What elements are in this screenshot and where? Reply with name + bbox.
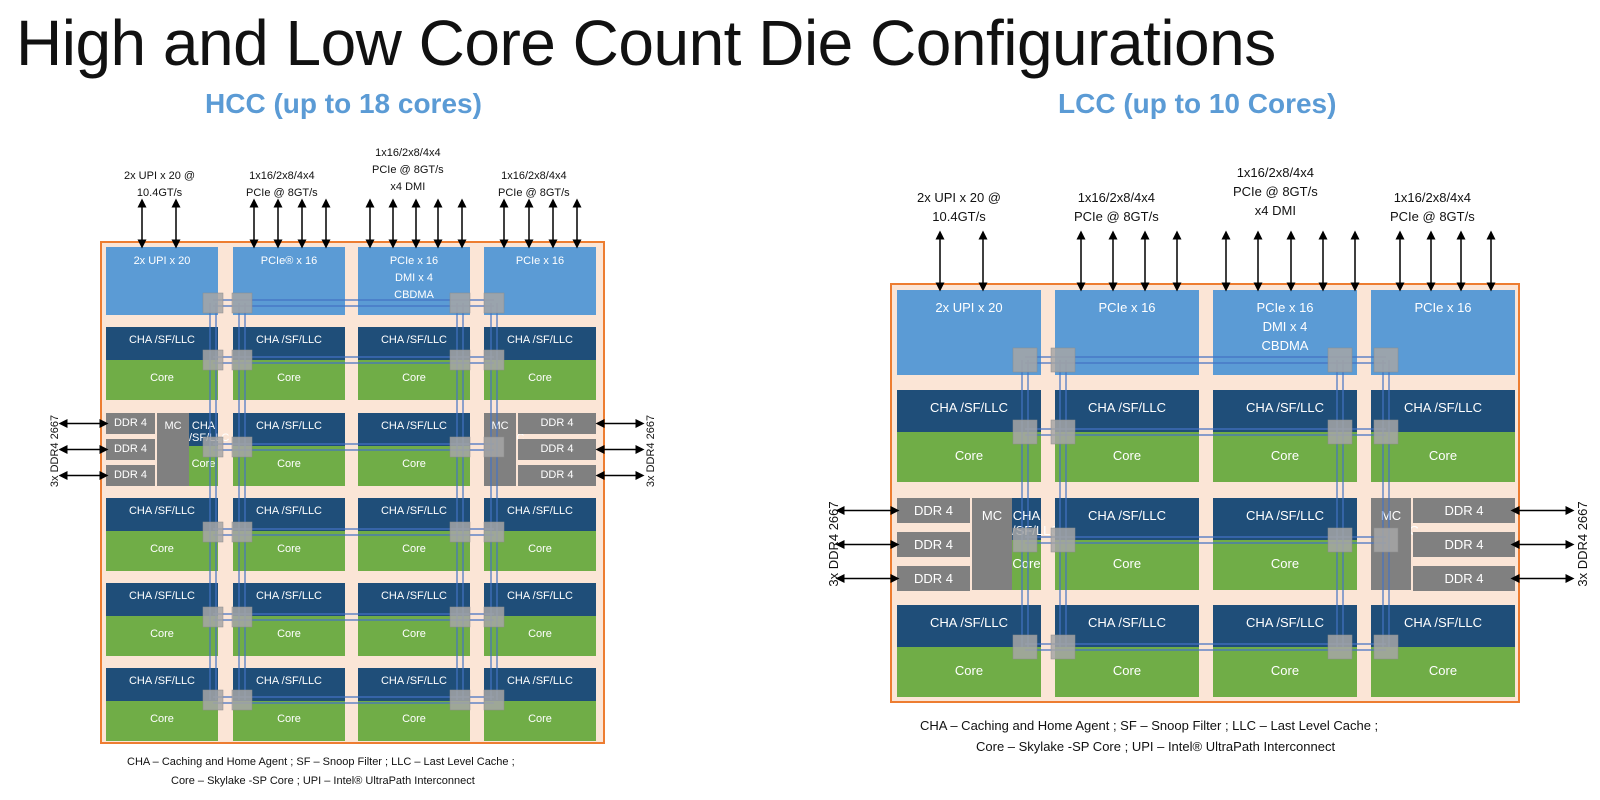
hcc-mesh-stop xyxy=(483,606,505,628)
hcc-memory-controller-left: MC xyxy=(157,413,189,486)
lcc-cha-block: CHA /SF/LLC xyxy=(1055,498,1199,540)
lcc-mesh-stop xyxy=(1373,419,1399,445)
hcc-legend-line-2: Core – Skylake -SP Core ; UPI – Intel® U… xyxy=(171,775,475,787)
lcc-ddr4-right: DDR 4 xyxy=(1413,532,1515,557)
hcc-mesh-stop xyxy=(202,436,224,458)
hcc-cha-block: CHA /SF/LLC xyxy=(106,583,218,616)
lcc-ddr4-left: DDR 4 xyxy=(897,498,970,523)
hcc-mesh-stop xyxy=(449,292,471,314)
hcc-mesh-stop xyxy=(231,292,253,314)
hcc-ddr4-right: DDR 4 xyxy=(518,465,596,486)
hcc-cha-block: CHA /SF/LLC xyxy=(233,668,345,701)
lcc-ddr4-right: DDR 4 xyxy=(1413,566,1515,591)
lcc-mesh-stop xyxy=(1373,634,1399,660)
hcc-mesh-stop xyxy=(231,606,253,628)
lcc-mesh-stop xyxy=(1373,527,1399,553)
lcc-io-block-1: PCIe x 16 xyxy=(1055,290,1199,375)
hcc-cha-block: CHA /SF/LLC xyxy=(106,668,218,701)
hcc-ddr4-right: DDR 4 xyxy=(518,413,596,434)
hcc-ddr4-left: DDR 4 xyxy=(106,439,155,460)
hcc-core-block: Core xyxy=(106,531,218,571)
lcc-cha-block: CHA /SF/LLC xyxy=(897,390,1041,432)
hcc-core-block: Core xyxy=(233,531,345,571)
lcc-subtitle: LCC (up to 10 Cores) xyxy=(1058,88,1337,119)
hcc-mesh-stop xyxy=(449,521,471,543)
hcc-io-block-0: 2x UPI x 20 xyxy=(106,247,218,315)
hcc-mesh-stop xyxy=(449,689,471,711)
page-title: High and Low Core Count Die Configuratio… xyxy=(16,7,1276,79)
hcc-mesh-stop xyxy=(202,689,224,711)
lcc-ddr4-left: DDR 4 xyxy=(897,566,970,591)
hcc-cha-block: CHA /SF/LLC xyxy=(233,413,345,446)
lcc-legend-line-1: CHA – Caching and Home Agent ; SF – Snoo… xyxy=(920,718,1379,733)
hcc-mesh-stop xyxy=(202,521,224,543)
lcc-memory-controller-left: MC xyxy=(972,498,1012,590)
lcc-mesh-stop xyxy=(1373,347,1399,373)
hcc-mesh-stop xyxy=(449,349,471,371)
hcc-ddr4-left: DDR 4 xyxy=(106,413,155,434)
hcc-mesh-stop xyxy=(449,436,471,458)
hcc-mesh-stop xyxy=(231,436,253,458)
lcc-mesh-stop xyxy=(1327,634,1353,660)
lcc-mesh-stop xyxy=(1050,419,1076,445)
lcc-cha-block: CHA /SF/LLC xyxy=(1213,390,1357,432)
hcc-mesh-stop xyxy=(449,606,471,628)
hcc-mesh-stop xyxy=(483,436,505,458)
lcc-mesh-stop xyxy=(1327,419,1353,445)
lcc-mesh-stop xyxy=(1012,419,1038,445)
lcc-core-block: Core xyxy=(1055,647,1199,697)
hcc-core-block: Core xyxy=(106,616,218,656)
lcc-mesh-stop xyxy=(1012,347,1038,373)
hcc-core-block: Core xyxy=(106,701,218,741)
lcc-mesh-stop xyxy=(1012,634,1038,660)
hcc-core-block: Core xyxy=(358,360,470,400)
hcc-io-external-label-0: 2x UPI x 20 @10.4GT/s xyxy=(124,170,196,199)
lcc-cha-block: CHA /SF/LLC xyxy=(1055,390,1199,432)
hcc-legend-line-1: CHA – Caching and Home Agent ; SF – Snoo… xyxy=(127,756,515,768)
lcc-ddr4-left: DDR 4 xyxy=(897,532,970,557)
lcc-core-block: Core xyxy=(1055,432,1199,482)
hcc-die-outline xyxy=(100,241,605,744)
lcc-mesh-stop xyxy=(1327,527,1353,553)
hcc-cha-block: CHA /SF/LLC xyxy=(106,327,218,360)
lcc-cha-block: CHA /SF/LLC xyxy=(1055,605,1199,647)
lcc-mesh-stop xyxy=(1012,527,1038,553)
hcc-subtitle: HCC (up to 18 cores) xyxy=(205,88,482,119)
hcc-mesh-stop xyxy=(483,292,505,314)
lcc-mesh-stop xyxy=(1050,527,1076,553)
hcc-mesh-stop xyxy=(231,689,253,711)
hcc-io-block-1: PCIe® x 16 xyxy=(233,247,345,315)
lcc-cha-block: CHA /SF/LLC xyxy=(1213,605,1357,647)
lcc-legend-line-2: Core – Skylake -SP Core ; UPI – Intel® U… xyxy=(976,739,1336,754)
hcc-core-block: Core xyxy=(106,360,218,400)
hcc-mesh-stop xyxy=(483,521,505,543)
hcc-ddr4-left: DDR 4 xyxy=(106,465,155,486)
lcc-io-external-label-0: 2x UPI x 20 @10.4GT/s xyxy=(917,190,1002,224)
hcc-cha-block: CHA /SF/LLC xyxy=(358,583,470,616)
lcc-ddr4-right: DDR 4 xyxy=(1413,498,1515,523)
hcc-cha-block: CHA /SF/LLC xyxy=(106,498,218,531)
lcc-mesh-stop xyxy=(1050,347,1076,373)
hcc-mesh-stop xyxy=(202,606,224,628)
hcc-mesh-stop xyxy=(231,521,253,543)
lcc-mesh-stop xyxy=(1327,347,1353,373)
hcc-mesh-stop xyxy=(202,349,224,371)
hcc-mesh-stop xyxy=(202,292,224,314)
hcc-mesh-stop xyxy=(483,689,505,711)
hcc-ddr4-right: DDR 4 xyxy=(518,439,596,460)
hcc-mesh-stop xyxy=(231,349,253,371)
lcc-core-block: Core xyxy=(1055,540,1199,590)
hcc-mesh-stop xyxy=(483,349,505,371)
lcc-mesh-stop xyxy=(1050,634,1076,660)
hcc-cha-block: CHA /SF/LLC xyxy=(358,498,470,531)
